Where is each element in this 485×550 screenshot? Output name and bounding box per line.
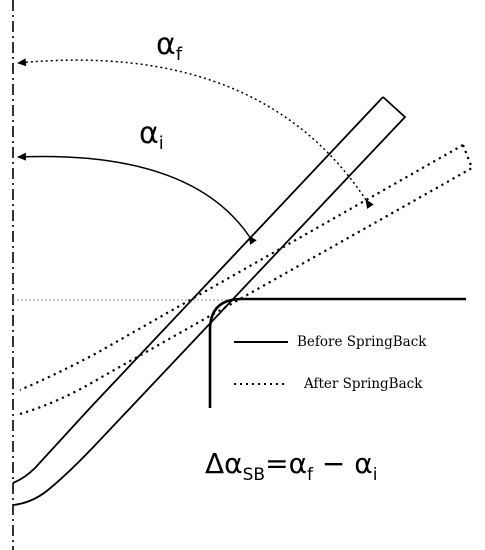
sheet-before-springback — [12, 96, 407, 506]
initial-angle-arc — [17, 152, 257, 245]
final-angle-label: αf — [156, 27, 183, 65]
legend-before-label: Before SpringBack — [297, 334, 427, 350]
springback-formula: ΔαSB=αf − αi — [205, 447, 378, 485]
final-angle-arc — [17, 58, 374, 209]
initial-angle-label: αi — [139, 116, 164, 154]
sheet-after-springback — [19, 144, 474, 416]
legend-after-label: After SpringBack — [303, 376, 423, 392]
